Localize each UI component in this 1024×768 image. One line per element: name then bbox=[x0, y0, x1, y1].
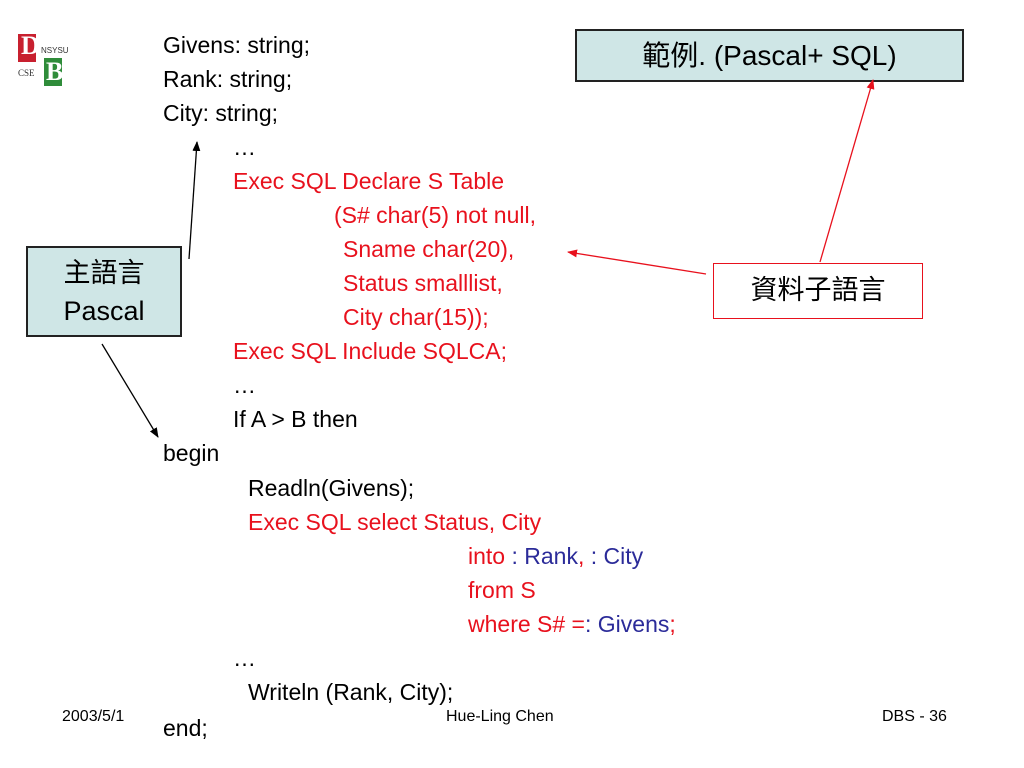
code-line-14: Readln(Givens); bbox=[248, 475, 415, 501]
code-line-6: (S# char(5) not null, bbox=[334, 202, 536, 228]
logo: D NSYSU CSE B bbox=[18, 28, 69, 88]
code-line-7: Sname char(20), bbox=[343, 236, 515, 262]
code-line-5: Exec SQL Declare S Table bbox=[233, 168, 505, 194]
logo-top-bar bbox=[18, 34, 36, 62]
code-line-12: If A > B then bbox=[233, 406, 358, 432]
data-sublanguage-box: 資料子語言 bbox=[713, 263, 923, 319]
arrow-data-to-title bbox=[819, 79, 875, 263]
title-text: 範例. (Pascal+ SQL) bbox=[642, 40, 897, 71]
logo-letter-top: D bbox=[21, 31, 40, 60]
arrow-host-to-begin bbox=[101, 343, 159, 438]
logo-text-left: CSE bbox=[18, 68, 35, 78]
code-line-15: Exec SQL select Status, City bbox=[248, 509, 542, 535]
footer-page-number: DBS - 36 bbox=[882, 708, 947, 725]
host-language-label: 主語言 bbox=[63, 258, 145, 288]
code-line-16-rank: : Rank bbox=[511, 543, 578, 569]
logo-text-right: NSYSU bbox=[41, 46, 69, 55]
code-line-19: … bbox=[233, 645, 256, 671]
code-line-18-where: where S# = bbox=[468, 611, 585, 637]
code-line-11: … bbox=[233, 372, 256, 398]
code-line-18-semicolon: ; bbox=[669, 611, 676, 637]
footer-author: Hue-Ling Chen bbox=[446, 708, 554, 725]
code-line-16-comma: , bbox=[577, 543, 591, 569]
title-box: 範例. (Pascal+ SQL) bbox=[575, 29, 964, 82]
code-line-1: Givens: string; bbox=[163, 32, 310, 58]
code-line-4: … bbox=[233, 134, 256, 160]
code-line-8: Status smalllist, bbox=[343, 270, 503, 296]
code-line-21: end; bbox=[163, 715, 208, 741]
data-sublanguage-label: 資料子語言 bbox=[750, 275, 886, 305]
logo-bottom-bar bbox=[44, 58, 62, 86]
code-line-3: City: string; bbox=[163, 100, 279, 126]
code-line-16: into : Rank, : City bbox=[468, 539, 643, 573]
host-language-box: 主語言 Pascal bbox=[26, 246, 182, 337]
host-language-name: Pascal bbox=[63, 296, 145, 326]
code-line-13: begin bbox=[163, 440, 220, 466]
logo-letter-bottom: B bbox=[46, 57, 64, 86]
code-line-17: from S bbox=[468, 577, 536, 603]
code-line-9: City char(15)); bbox=[343, 304, 489, 330]
code-line-20: Writeln (Rank, City); bbox=[248, 679, 454, 705]
code-line-2: Rank: string; bbox=[163, 66, 293, 92]
footer-date: 2003/5/1 bbox=[62, 708, 125, 725]
code-line-10: Exec SQL Include SQLCA; bbox=[233, 338, 508, 364]
code-line-18-givens: : Givens bbox=[585, 611, 670, 637]
arrow-host-to-declarations bbox=[188, 141, 201, 260]
arrow-data-to-sql bbox=[567, 249, 707, 275]
code-line-16-city: : City bbox=[590, 543, 644, 569]
code-line-16-into: into bbox=[468, 543, 512, 569]
code-line-18: where S# =: Givens; bbox=[468, 607, 676, 641]
